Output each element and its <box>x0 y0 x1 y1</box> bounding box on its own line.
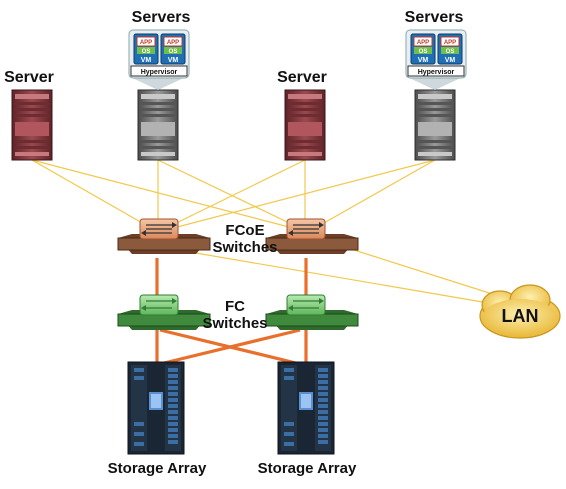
link-server2-fcoe2 <box>157 159 309 233</box>
link-fc2-storage1 <box>159 328 301 366</box>
storage-array-icon <box>277 361 335 455</box>
vm-app-label: APP <box>417 40 429 46</box>
fc-label-line2: Switches <box>202 315 268 332</box>
vm-label: VM <box>445 57 456 64</box>
servers-label-right: Servers <box>404 9 464 26</box>
link-server1-fcoe2 <box>31 159 309 233</box>
server-label-far-left: Server <box>4 69 54 86</box>
fcoe-label-line2: Switches <box>212 239 278 256</box>
vm-label: VM <box>141 57 152 64</box>
fcoe-switch-icon <box>117 218 211 254</box>
fc-switch-icon <box>117 294 211 330</box>
hypervisor-arrow-icon <box>405 76 465 90</box>
hypervisor-label: Hypervisor <box>418 69 455 76</box>
link-server1-fcoe1 <box>31 159 159 233</box>
vm-app-label: APP <box>167 40 179 46</box>
vm-label: VM <box>418 57 429 64</box>
lan-cloud-icon <box>479 284 561 339</box>
vm-os-label: OS <box>446 49 455 55</box>
fc-switches-label: FC Switches <box>190 298 280 332</box>
hypervisor-label: Hypervisor <box>141 69 178 76</box>
storage-array-icon <box>127 361 185 455</box>
red-server-icon <box>284 89 326 161</box>
servers-label-left: Servers <box>131 9 191 26</box>
fcoe-switches-label: FCoE Switches <box>200 222 290 256</box>
red-server-icon <box>11 89 53 161</box>
fcoe-label-line1: FCoE <box>225 222 265 239</box>
link-server4-fcoe2 <box>307 159 436 233</box>
vm-os-label: OS <box>419 49 428 55</box>
link-fcoe2-lan <box>334 243 506 299</box>
gray-server-icon <box>414 89 456 161</box>
storage-array-label-right: Storage Array <box>257 460 357 477</box>
lan-label: LAN <box>501 306 539 326</box>
vm-label: VM <box>168 57 179 64</box>
fc-links <box>155 258 308 366</box>
fcoe-switch-icon <box>265 218 359 254</box>
vm-stack-icon <box>405 29 467 79</box>
fc-label-line1: FC <box>225 298 245 315</box>
storage-array-label-left: Storage Array <box>107 460 207 477</box>
server-label-mid: Server <box>277 69 327 86</box>
vm-os-label: OS <box>142 49 151 55</box>
vm-app-label: APP <box>444 40 456 46</box>
ethernet-links <box>31 159 506 306</box>
link-fcoe1-lan <box>189 251 501 306</box>
gray-server-icon <box>137 89 179 161</box>
vm-stack-icon <box>128 29 190 79</box>
vm-app-label: APP <box>140 40 152 46</box>
vm-os-label: OS <box>169 49 178 55</box>
fc-switch-icon <box>265 294 359 330</box>
link-server3-fcoe1 <box>157 159 306 233</box>
hypervisor-arrow-icon <box>128 76 188 90</box>
link-server4-fcoe1 <box>157 159 436 233</box>
